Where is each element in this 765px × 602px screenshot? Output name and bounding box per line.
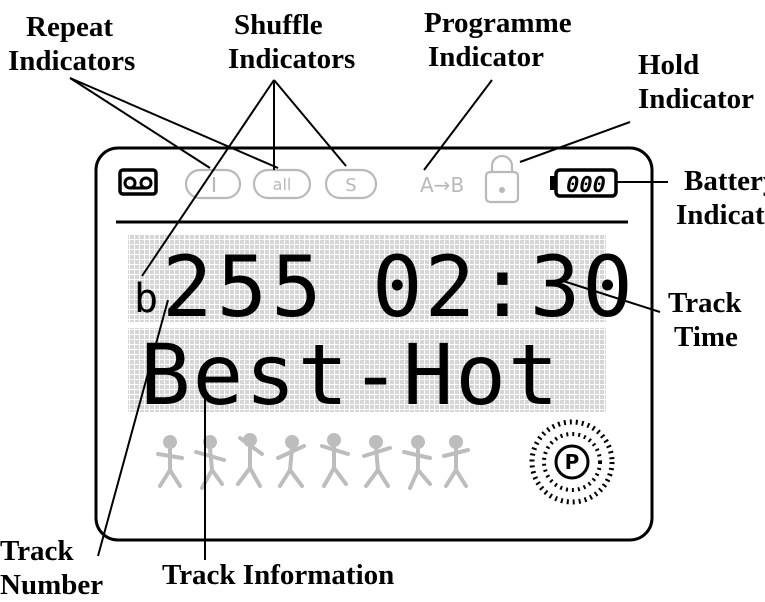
- matrix-grid: [128, 234, 606, 412]
- track-time-label-line2: Time: [674, 321, 738, 353]
- repeat-indicators-label: Repeat Indicators: [8, 10, 135, 78]
- lock-icon: [484, 154, 520, 204]
- programme-label-line2: Indicator: [428, 41, 544, 73]
- repeat-label-line2: Indicators: [8, 45, 136, 77]
- hold-indicator-label: Hold Indicator: [638, 48, 754, 116]
- dancers-icon: [156, 433, 470, 490]
- battery-segments: 000: [566, 173, 606, 198]
- track-info-display: Best-Hot: [140, 326, 561, 424]
- battery-label-line2: Indicator: [676, 199, 765, 231]
- programme-label-line1: Programme: [424, 7, 572, 39]
- callout-lines: [69, 77, 668, 560]
- track-number-label-line1: Track: [0, 535, 74, 567]
- track-time-display: 02:30: [372, 238, 635, 336]
- track-number-label: Track Number: [0, 534, 103, 602]
- track-information-label-line1: Track Information: [162, 559, 395, 591]
- shuffle-icon: S: [324, 168, 378, 200]
- programme-indicator-label: Programme Indicator: [424, 6, 572, 74]
- shuffle-label-line2: Indicators: [228, 43, 356, 75]
- track-number-label-line2: Number: [0, 569, 104, 601]
- ab-repeat-icon: A→B: [420, 173, 464, 197]
- track-number-prefix: b: [134, 276, 158, 322]
- battery-indicator-label: Battery Indicator: [676, 164, 765, 232]
- hold-label-line2: Indicator: [638, 83, 754, 115]
- battery-label-line1: Battery: [684, 165, 765, 197]
- program-badge-icon: P: [529, 419, 615, 505]
- program-badge-label: P: [565, 450, 580, 474]
- shuffle-indicators-label: Shuffle Indicators: [228, 8, 355, 76]
- shuffle-label-line1: Shuffle: [234, 9, 323, 41]
- repeat-label-line1: Repeat: [26, 11, 113, 43]
- hold-label-line1: Hold: [638, 49, 700, 81]
- shuffle-label: S: [345, 175, 356, 196]
- repeat-all-icon: all: [252, 168, 312, 200]
- track-time-label-line1: Track: [668, 287, 742, 319]
- track-time-label: Track Time: [668, 286, 742, 354]
- tape-icon: [118, 168, 158, 196]
- repeat-all-label: all: [273, 175, 292, 194]
- track-information-label: Track Information: [162, 558, 394, 592]
- track-number-display: 255: [162, 238, 326, 336]
